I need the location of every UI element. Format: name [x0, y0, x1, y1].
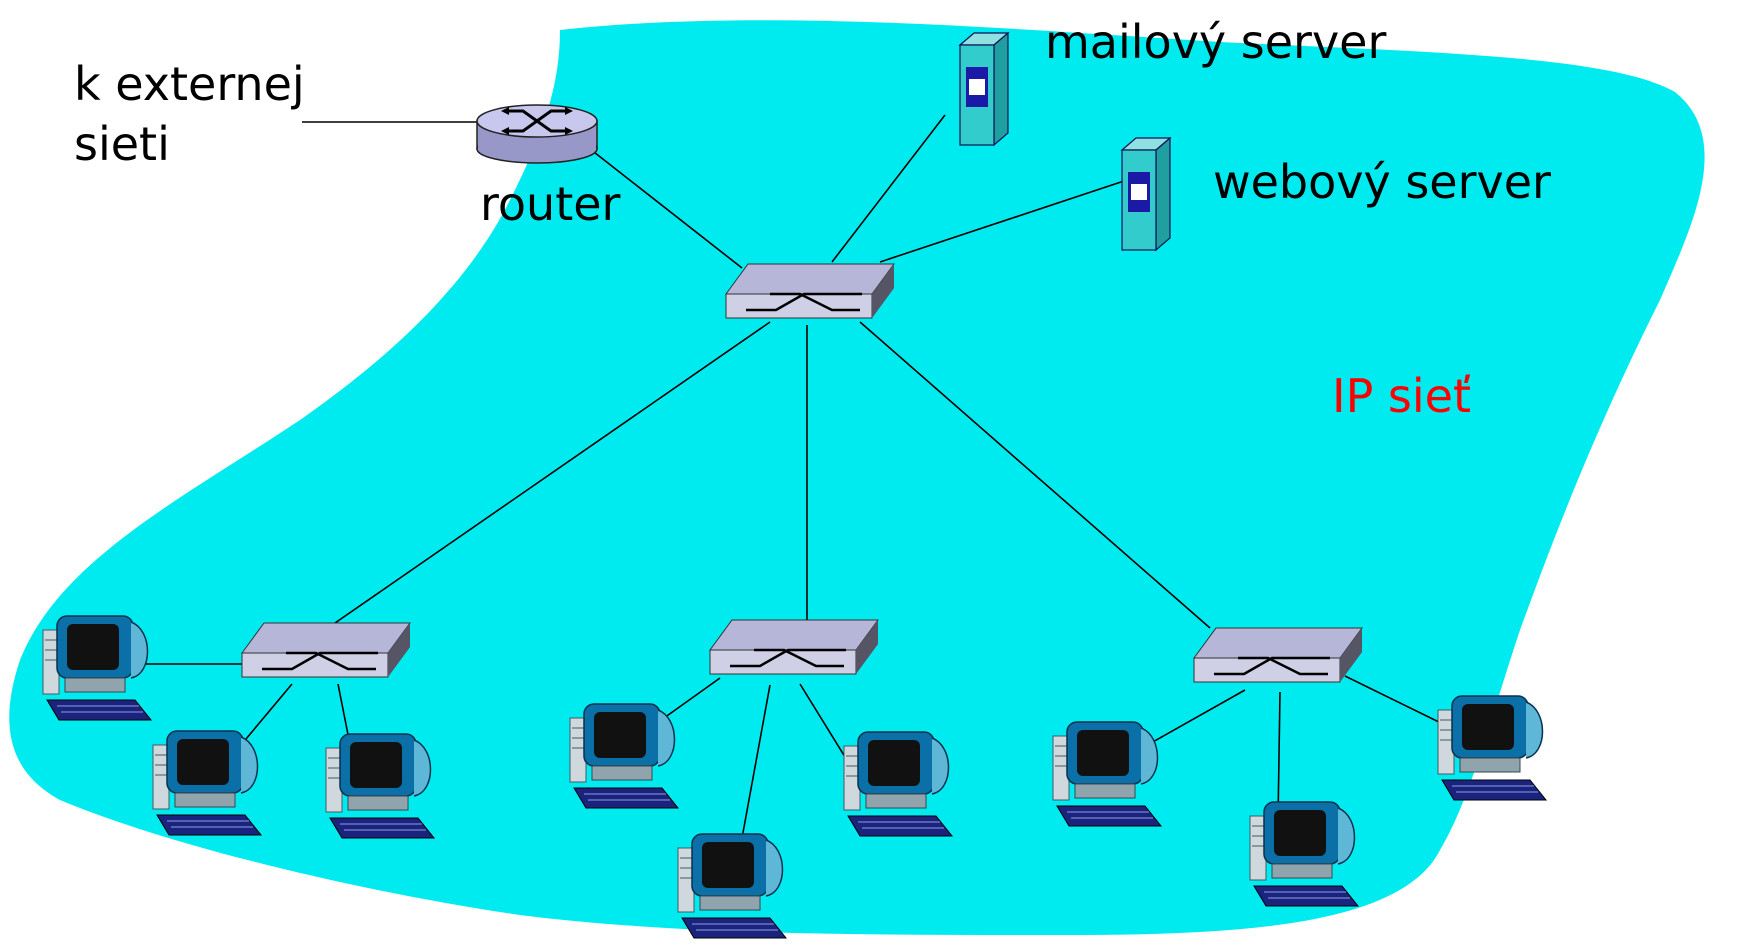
desktop-computer-icon[interactable]: [42, 615, 152, 721]
desktop-computer-icon[interactable]: [1052, 721, 1162, 827]
router-icon[interactable]: [475, 103, 599, 165]
switch-icon-core[interactable]: [724, 262, 896, 320]
external-network-label-line1: k externej: [74, 57, 305, 111]
desktop-computer-icon[interactable]: [1249, 801, 1359, 907]
desktop-computer-icon[interactable]: [325, 733, 435, 839]
desktop-computer-icon[interactable]: [152, 730, 262, 836]
desktop-computer-icon[interactable]: [569, 703, 679, 809]
desktop-computer-icon[interactable]: [1437, 695, 1547, 801]
mail-server-label: mailový server: [1045, 15, 1386, 69]
external-network-label-line2: sieti: [74, 117, 170, 171]
ip-network-region: [9, 20, 1705, 936]
router-label: router: [480, 177, 621, 231]
mail-server-icon[interactable]: [959, 32, 1009, 146]
web-server-icon[interactable]: [1121, 137, 1171, 251]
web-server-label: webový server: [1213, 155, 1551, 209]
desktop-computer-icon[interactable]: [843, 731, 953, 837]
switch-icon-middle[interactable]: [708, 618, 880, 676]
switch-icon-left[interactable]: [240, 621, 412, 679]
desktop-computer-icon[interactable]: [677, 833, 787, 939]
ip-network-label: IP sieť: [1332, 369, 1471, 423]
switch-icon-right[interactable]: [1192, 626, 1364, 684]
